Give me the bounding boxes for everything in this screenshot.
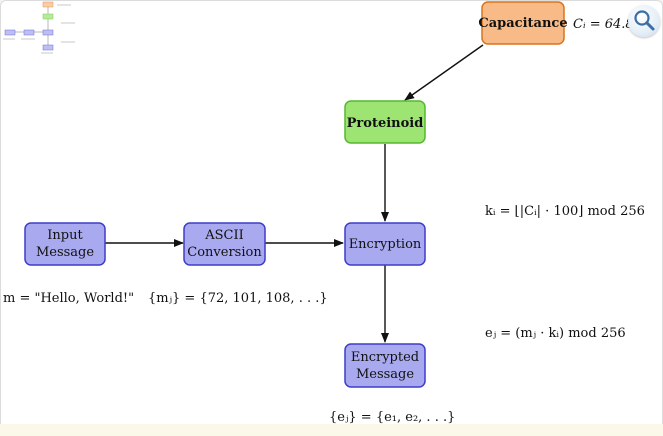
node-capacitance[interactable]: Capacitance (478, 1, 568, 45)
node-encryption-label: Encryption (349, 237, 422, 252)
equation-key: kᵢ = ⌊|Cᵢ| · 100⌋ mod 256 (485, 204, 645, 219)
equation-message: m = "Hello, World!" (3, 291, 134, 306)
diagram-thumbnail[interactable] (3, 1, 75, 54)
node-encrypted-message-line2: Message (356, 367, 414, 382)
node-encrypted-message[interactable]: Encrypted Message (344, 343, 426, 388)
node-ascii-conversion[interactable]: ASCII Conversion (183, 222, 266, 266)
node-capacitance-label: Capacitance (478, 16, 567, 31)
node-ascii-conversion-line1: ASCII (204, 228, 244, 243)
node-input-message-line2: Message (36, 245, 94, 260)
node-input-message-line1: Input (47, 228, 83, 243)
bottom-strip (0, 424, 663, 436)
equation-codes: {mⱼ} = {72, 101, 108, . . .} (148, 291, 328, 306)
node-proteinoid-label: Proteinoid (347, 116, 424, 131)
equation-cipher: eⱼ = (mⱼ · kᵢ) mod 256 (485, 326, 626, 341)
arrow-capacitance-to-proteinoid (404, 44, 484, 101)
node-encryption[interactable]: Encryption (344, 222, 426, 266)
equation-output: {eⱼ} = {e₁, e₂, . . .} (329, 410, 455, 425)
node-input-message[interactable]: Input Message (24, 222, 106, 266)
node-proteinoid[interactable]: Proteinoid (344, 100, 426, 144)
magnifier-icon (634, 10, 655, 31)
node-ascii-conversion-line2: Conversion (187, 245, 262, 260)
zoom-button[interactable] (628, 5, 660, 37)
node-encrypted-message-line1: Encrypted (351, 350, 419, 365)
